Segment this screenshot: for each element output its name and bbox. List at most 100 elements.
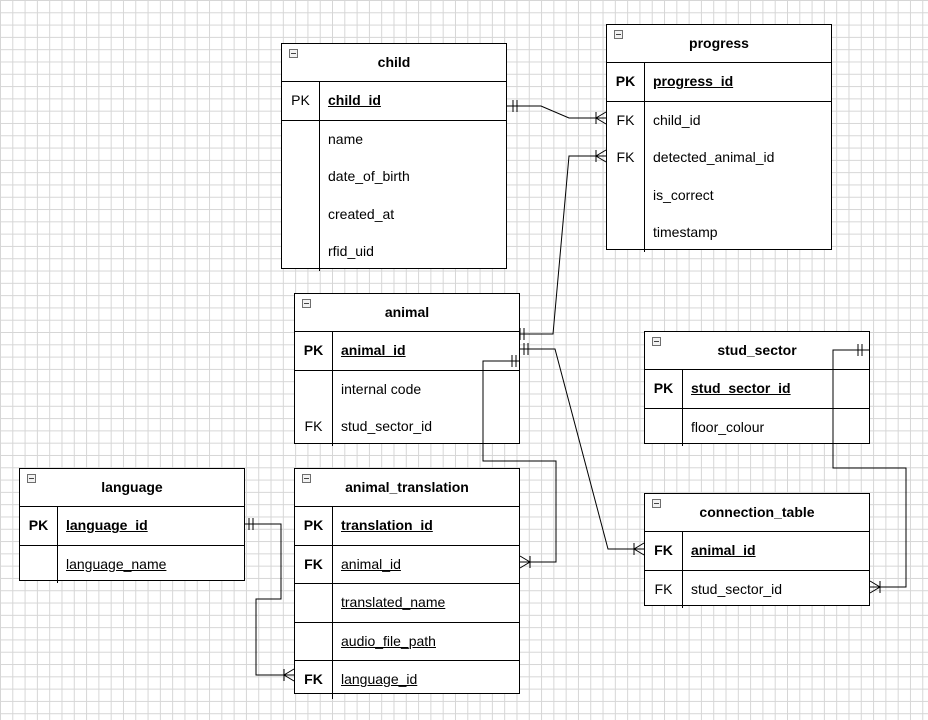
field-row[interactable]: PK language_id bbox=[20, 507, 244, 546]
key-marker: FK bbox=[607, 139, 645, 177]
key-marker: FK bbox=[295, 408, 333, 446]
collapse-icon[interactable] bbox=[27, 474, 36, 483]
entity-title: child bbox=[377, 54, 411, 70]
field-name: language_id bbox=[66, 517, 148, 533]
collapse-icon[interactable] bbox=[652, 499, 661, 508]
collapse-icon[interactable] bbox=[652, 337, 661, 346]
entity-header[interactable]: animal_translation bbox=[295, 469, 519, 507]
entity-stud-sector[interactable]: stud_sector PK stud_sector_id floor_colo… bbox=[644, 331, 870, 446]
key-marker bbox=[295, 370, 333, 408]
field-row[interactable]: audio_file_path bbox=[295, 622, 519, 661]
field-name: progress_id bbox=[653, 73, 734, 89]
key-marker: FK bbox=[607, 101, 645, 139]
entity-animal[interactable]: animal PK animal_id internal code FK stu… bbox=[294, 293, 520, 446]
relationship-animal-progress[interactable] bbox=[519, 149, 607, 340]
entity-header[interactable]: language bbox=[20, 469, 244, 507]
relationship-child-progress[interactable] bbox=[507, 100, 607, 125]
key-marker bbox=[295, 584, 333, 622]
field-row[interactable]: translated_name bbox=[295, 584, 519, 623]
entity-header[interactable]: progress bbox=[607, 25, 831, 63]
field-row[interactable]: rfid_uid bbox=[282, 233, 506, 271]
key-marker bbox=[282, 233, 320, 271]
field-row[interactable]: FK stud_sector_id bbox=[295, 408, 519, 446]
field-name: animal_id bbox=[341, 555, 401, 572]
field-row[interactable]: timestamp bbox=[607, 214, 831, 252]
field-row[interactable]: internal code bbox=[295, 370, 519, 408]
entity-title: animal bbox=[384, 304, 430, 320]
field-name: name bbox=[328, 130, 364, 147]
entity-title: progress bbox=[689, 35, 749, 51]
field-row[interactable]: language_name bbox=[20, 545, 244, 583]
field-row[interactable]: FK stud_sector_id bbox=[645, 570, 869, 608]
key-marker: FK bbox=[295, 545, 333, 583]
field-row[interactable]: FK language_id bbox=[295, 661, 519, 699]
entity-header[interactable]: animal bbox=[295, 294, 519, 332]
entity-connection-table[interactable]: connection_table FK animal_id FK stud_se… bbox=[644, 493, 870, 608]
field-name: translation_id bbox=[341, 517, 433, 533]
field-name: detected_animal_id bbox=[653, 149, 775, 165]
collapse-icon[interactable] bbox=[302, 299, 311, 308]
field-name: stud_sector_id bbox=[341, 418, 433, 434]
key-marker bbox=[282, 195, 320, 233]
entity-language[interactable]: language PK language_id language_name bbox=[19, 468, 245, 583]
relationship-animal-connection[interactable] bbox=[520, 343, 645, 556]
key-marker: FK bbox=[645, 570, 683, 608]
field-name: animal_id bbox=[691, 542, 756, 558]
field-name: language_name bbox=[66, 555, 167, 572]
field-name: date_of_birth bbox=[328, 168, 410, 184]
field-row[interactable]: FK animal_id bbox=[645, 532, 869, 571]
field-row[interactable]: PK child_id bbox=[282, 82, 506, 121]
field-name: rfid_uid bbox=[328, 243, 374, 259]
field-row[interactable]: created_at bbox=[282, 195, 506, 233]
field-row[interactable]: PK translation_id bbox=[295, 507, 519, 546]
field-row[interactable]: date_of_birth bbox=[282, 158, 506, 196]
field-name: audio_file_path bbox=[341, 632, 436, 649]
field-name: child_id bbox=[653, 111, 701, 128]
collapse-icon[interactable] bbox=[302, 474, 311, 483]
key-marker: FK bbox=[645, 532, 683, 570]
entity-title: stud_sector bbox=[717, 342, 797, 358]
entity-header[interactable]: child bbox=[282, 44, 506, 82]
key-marker: PK bbox=[645, 370, 683, 408]
field-row[interactable]: FK detected_animal_id bbox=[607, 139, 831, 177]
key-marker bbox=[295, 622, 333, 660]
key-marker bbox=[20, 545, 58, 583]
collapse-icon[interactable] bbox=[289, 49, 298, 58]
entity-header[interactable]: stud_sector bbox=[645, 332, 869, 370]
key-marker: PK bbox=[295, 507, 333, 545]
field-name: animal_id bbox=[341, 342, 406, 358]
entity-header[interactable]: connection_table bbox=[645, 494, 869, 532]
field-row[interactable]: FK animal_id bbox=[295, 545, 519, 584]
field-name: translated_name bbox=[341, 594, 446, 610]
field-name: stud_sector_id bbox=[691, 380, 791, 396]
field-name: created_at bbox=[328, 205, 395, 222]
field-name: child_id bbox=[328, 92, 381, 108]
field-name: language_id bbox=[341, 671, 418, 687]
field-row[interactable]: is_correct bbox=[607, 176, 831, 214]
field-name: stud_sector_id bbox=[691, 580, 783, 597]
field-name: timestamp bbox=[653, 224, 718, 240]
field-row[interactable]: FK child_id bbox=[607, 101, 831, 139]
field-row[interactable]: name bbox=[282, 120, 506, 158]
entity-animal-translation[interactable]: animal_translation PK translation_id FK … bbox=[294, 468, 520, 699]
key-marker bbox=[607, 214, 645, 252]
key-marker bbox=[645, 408, 683, 446]
field-row[interactable]: PK stud_sector_id bbox=[645, 370, 869, 409]
entity-child[interactable]: child PK child_id name date_of_birth cre… bbox=[281, 43, 507, 271]
key-marker: PK bbox=[20, 507, 58, 545]
field-row[interactable]: PK progress_id bbox=[607, 63, 831, 102]
key-marker bbox=[282, 120, 320, 158]
field-row[interactable]: PK animal_id bbox=[295, 332, 519, 371]
key-marker: PK bbox=[282, 82, 320, 120]
key-marker: PK bbox=[607, 63, 645, 101]
collapse-icon[interactable] bbox=[614, 30, 623, 39]
field-name: is_correct bbox=[653, 186, 714, 203]
entity-progress[interactable]: progress PK progress_id FK child_id FK d… bbox=[606, 24, 832, 252]
field-name: floor_colour bbox=[691, 418, 765, 435]
field-name: internal code bbox=[341, 380, 422, 397]
field-row[interactable]: floor_colour bbox=[645, 408, 869, 446]
key-marker: PK bbox=[295, 332, 333, 370]
relationship-language-translation[interactable] bbox=[245, 518, 295, 682]
entity-title: language bbox=[101, 479, 163, 495]
key-marker: FK bbox=[295, 661, 333, 699]
